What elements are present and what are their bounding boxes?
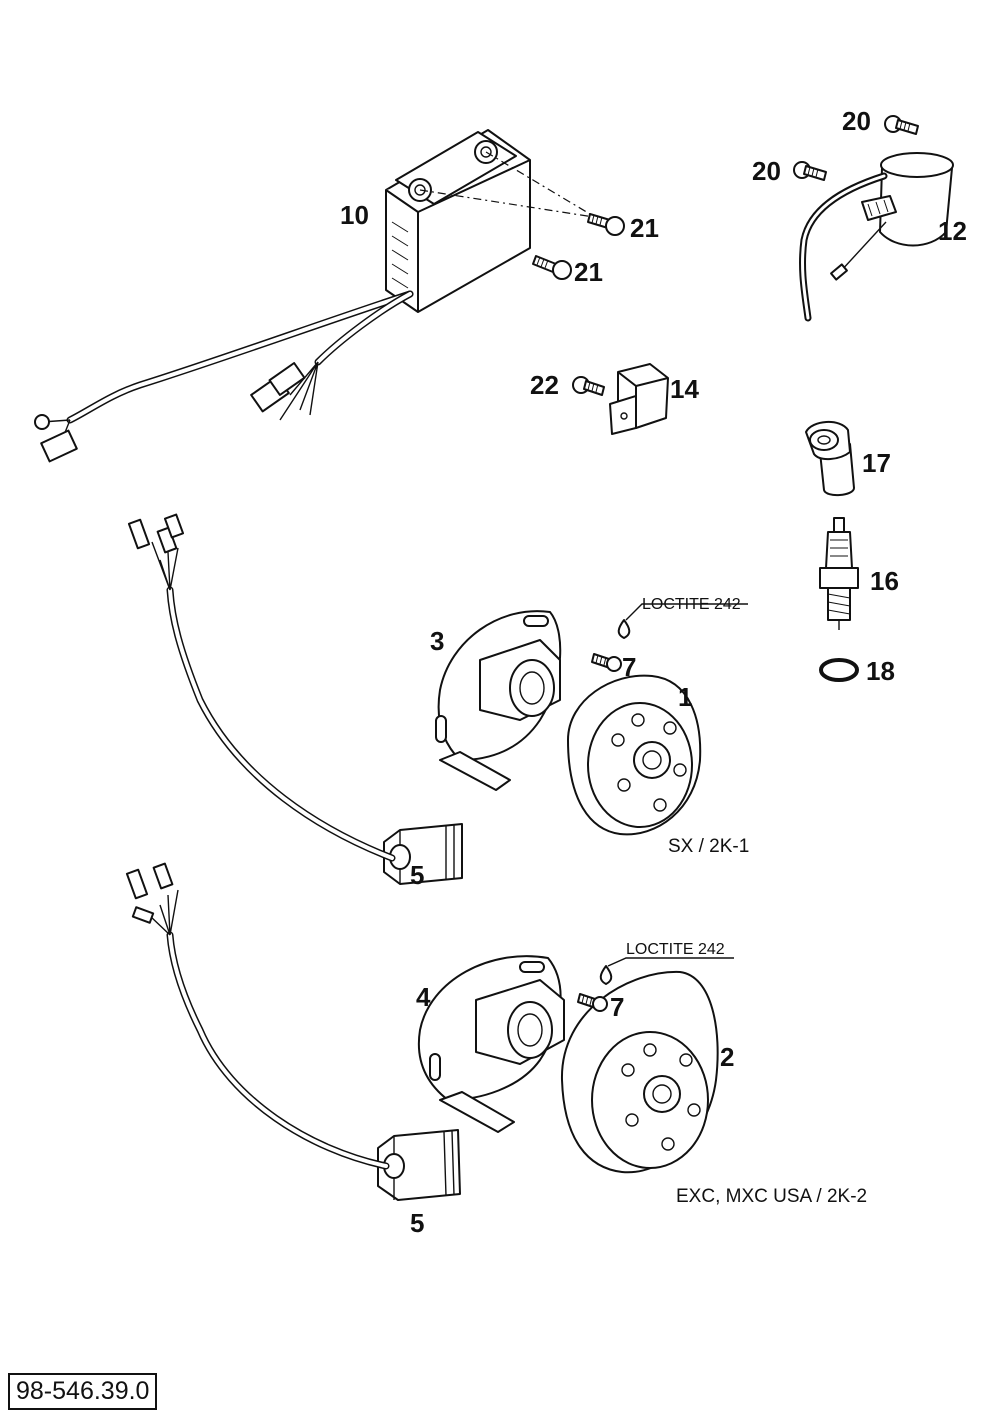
o-ring bbox=[819, 658, 859, 682]
screw-20-top bbox=[884, 115, 919, 135]
callout-20-top: 20 bbox=[842, 106, 871, 136]
screw-7-bottom bbox=[577, 957, 734, 1012]
callout-21-lower: 21 bbox=[574, 257, 603, 287]
stator-cable-top bbox=[127, 513, 396, 862]
callout-21-upper: 21 bbox=[630, 213, 659, 243]
screw-20-left bbox=[793, 161, 827, 181]
flywheel-bottom bbox=[560, 970, 719, 1174]
callout-12: 12 bbox=[938, 216, 967, 246]
callout-5-bottom: 5 bbox=[410, 1208, 424, 1238]
flywheel-top bbox=[567, 674, 702, 836]
stator-plate-bottom bbox=[417, 955, 565, 1133]
pickup-coil-bottom bbox=[377, 1129, 461, 1201]
document-number: 98-546.39.0 bbox=[8, 1373, 158, 1410]
callout-20-left: 20 bbox=[752, 156, 781, 186]
variant-label-bottom: EXC, MXC USA / 2K-2 bbox=[676, 1186, 867, 1207]
callout-10: 10 bbox=[340, 200, 369, 230]
callout-7-bottom: 7 bbox=[610, 992, 624, 1022]
callout-4: 4 bbox=[416, 982, 431, 1012]
loctite-note-bottom: LOCTITE 242 bbox=[626, 941, 725, 958]
spark-plug-cap bbox=[805, 421, 855, 496]
callout-22: 22 bbox=[530, 370, 559, 400]
stator-plate-top bbox=[435, 610, 562, 791]
spark-plug bbox=[819, 517, 859, 630]
callout-1: 1 bbox=[678, 682, 692, 712]
cdi-wiring-harness bbox=[34, 290, 414, 463]
screw-22 bbox=[572, 376, 605, 396]
callout-5-top: 5 bbox=[410, 860, 424, 890]
ignition-coil bbox=[799, 152, 954, 322]
callout-17: 17 bbox=[862, 448, 891, 478]
stator-cable-bottom bbox=[125, 862, 390, 1170]
loctite-note-top: LOCTITE 242 bbox=[642, 596, 741, 613]
screw-21-lower bbox=[532, 255, 572, 280]
callout-3: 3 bbox=[430, 626, 444, 656]
callout-7-top: 7 bbox=[622, 652, 636, 682]
callout-2: 2 bbox=[720, 1042, 734, 1072]
bracket-block bbox=[609, 363, 669, 435]
callout-16: 16 bbox=[870, 566, 899, 596]
cdi-unit bbox=[385, 129, 601, 313]
callout-14: 14 bbox=[670, 374, 699, 404]
variant-label-top: SX / 2K-1 bbox=[668, 836, 749, 857]
callout-18: 18 bbox=[866, 656, 895, 686]
screw-21-upper bbox=[587, 213, 625, 236]
screw-7-top bbox=[591, 603, 748, 672]
